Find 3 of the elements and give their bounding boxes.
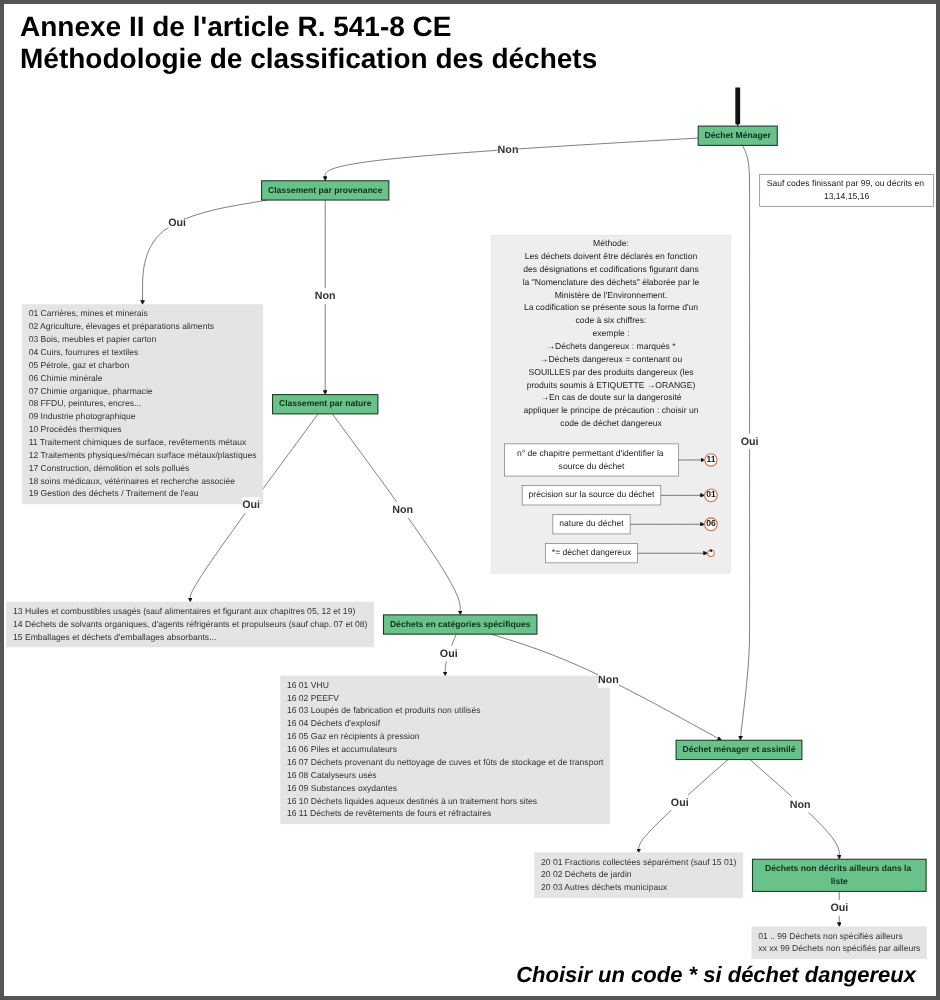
arrow (735, 86, 741, 127)
caption: Choisir un code * si déchet dangereux (514, 962, 919, 992)
diagram-title: Annexe II de l'article R. 541-8 CE Méthodologie de classification des déchets (18, 8, 600, 78)
